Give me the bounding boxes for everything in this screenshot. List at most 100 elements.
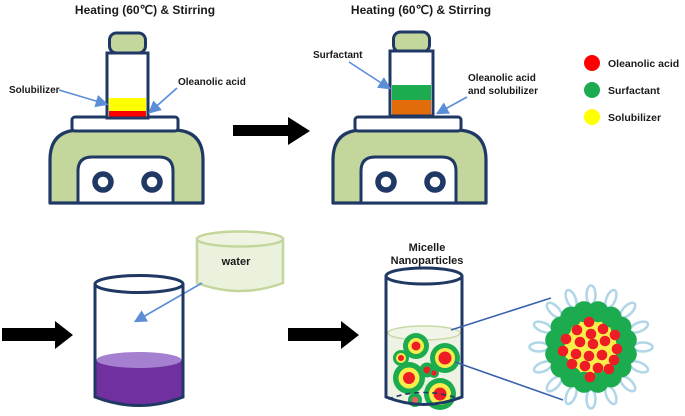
mix-label-line1: Oleanolic acid <box>468 73 536 84</box>
legend-item: Surfactant <box>584 82 660 98</box>
oleanolic-dot <box>571 324 583 336</box>
oleanolic-dot <box>597 323 609 335</box>
oleanolic-dot <box>570 348 582 360</box>
annotation-arrow <box>435 96 468 115</box>
beaker-rim <box>93 274 185 294</box>
oleanolic-dot <box>557 345 569 357</box>
beaker-outline <box>93 284 185 407</box>
annotation-arrow <box>348 61 392 90</box>
step2-heating-stirring: Heating (60℃) & Stirring Surfactant Olea… <box>313 3 538 205</box>
oleanolic-dot <box>579 360 591 372</box>
process-arrow-3 <box>288 321 359 349</box>
vial-outline <box>105 51 150 120</box>
process-arrow-1 <box>233 117 310 145</box>
legend-swatch-solubilizer <box>584 109 600 125</box>
vial-cap <box>392 30 431 54</box>
beaker-outline <box>384 276 464 406</box>
oleanolic-dot <box>608 354 620 366</box>
step4-micelle-nanoparticles: Micelle Nanoparticles <box>384 242 654 410</box>
oleanolic-dot <box>585 328 597 340</box>
purple-solution-body <box>96 360 182 405</box>
oleanolic-dot <box>592 362 604 374</box>
legend-label: Solubilizer <box>608 112 661 124</box>
micelle-particle <box>429 368 439 378</box>
hotplate-knob <box>92 171 114 193</box>
legend-item: Oleanolic acid <box>584 55 679 71</box>
legend-label: Oleanolic acid <box>608 58 679 70</box>
micelle-particle <box>403 333 429 359</box>
water-pour-arrow <box>133 282 203 323</box>
oleanolic-solubilizer-layer <box>392 100 431 115</box>
legend: Oleanolic acid Surfactant Solubilizer <box>584 55 679 125</box>
zoom-line-bottom <box>454 361 564 401</box>
particle-drug <box>403 372 415 384</box>
oleanolic-dot <box>583 316 595 328</box>
step1-title: Heating (60℃) & Stirring <box>75 3 215 17</box>
oleanolic-dot <box>574 336 586 348</box>
micelle-tail <box>585 388 597 410</box>
water-label: water <box>221 256 251 268</box>
beaker-rim <box>384 266 464 286</box>
water-container: water <box>195 230 285 293</box>
vial-cap <box>108 31 147 55</box>
vial-solubilizer-oleanolic <box>105 51 150 120</box>
legend-label: Surfactant <box>608 85 660 97</box>
vial-surfactant-mix <box>388 49 435 118</box>
particle-drug <box>433 387 447 401</box>
oleanolic-dot <box>566 358 578 370</box>
hotplate-knob <box>375 171 397 193</box>
water-container-top <box>195 230 285 248</box>
oleanolic-dot <box>587 338 599 350</box>
oleanolic-dot <box>584 371 596 383</box>
micelle-particles <box>393 333 460 410</box>
oleanolic-dot <box>596 349 608 361</box>
solution-beaker <box>93 274 185 407</box>
particle-drug <box>411 396 419 404</box>
hotplate-platform <box>353 115 463 133</box>
oleanolic-layer <box>109 111 146 118</box>
legend-swatch-surfactant <box>584 82 600 98</box>
hotplate-knob <box>424 171 446 193</box>
particle-drug <box>398 355 404 361</box>
surfactant-label: Surfactant <box>313 50 363 61</box>
annotation-arrow <box>58 89 109 108</box>
oleanolic-dot <box>583 350 595 362</box>
particle-drug <box>411 341 421 351</box>
micelle-particle <box>393 350 409 366</box>
hotplate-knob <box>141 171 163 193</box>
oleanolic-dot <box>603 363 615 375</box>
micelle-tail <box>632 341 654 353</box>
oleanolic-acid-label: Oleanolic acid <box>178 77 246 88</box>
oleanolic-dot <box>611 343 623 355</box>
oleanolic-dot <box>609 329 621 341</box>
legend-item: Solubilizer <box>584 109 661 125</box>
annotation-arrow <box>148 87 178 114</box>
mix-label-line2: and solubilizer <box>468 86 538 97</box>
micelle-tail <box>585 284 597 306</box>
micelle-particle <box>393 362 425 394</box>
solubilizer-layer <box>109 98 146 111</box>
step1-heating-stirring: Heating (60℃) & Stirring Solubilizer Ole… <box>9 3 246 205</box>
micelle-tail <box>528 341 550 353</box>
nanoparticle-beaker <box>384 266 464 410</box>
purple-solution-surface <box>96 352 182 368</box>
zoom-line-top <box>450 297 552 331</box>
step2-title: Heating (60℃) & Stirring <box>351 3 491 17</box>
oleanolic-acid-dots <box>557 316 623 383</box>
legend-swatch-oleanolic <box>584 55 600 71</box>
solubilizer-label: Solubilizer <box>9 85 60 96</box>
particle-drug <box>423 366 431 374</box>
particle-drug <box>431 370 437 376</box>
particle-drug <box>438 351 452 365</box>
oleanolic-dot <box>599 335 611 347</box>
process-arrow-2 <box>2 321 73 349</box>
step3-water-addition: water <box>93 230 285 407</box>
micelle-title-line2: Nanoparticles <box>391 255 464 267</box>
surfactant-layer <box>392 85 431 100</box>
micelle-particle <box>430 343 460 373</box>
magnified-micelle <box>528 284 654 410</box>
micelle-title-line1: Micelle <box>409 242 446 254</box>
beaker-bottom-back-dashed <box>387 391 461 400</box>
